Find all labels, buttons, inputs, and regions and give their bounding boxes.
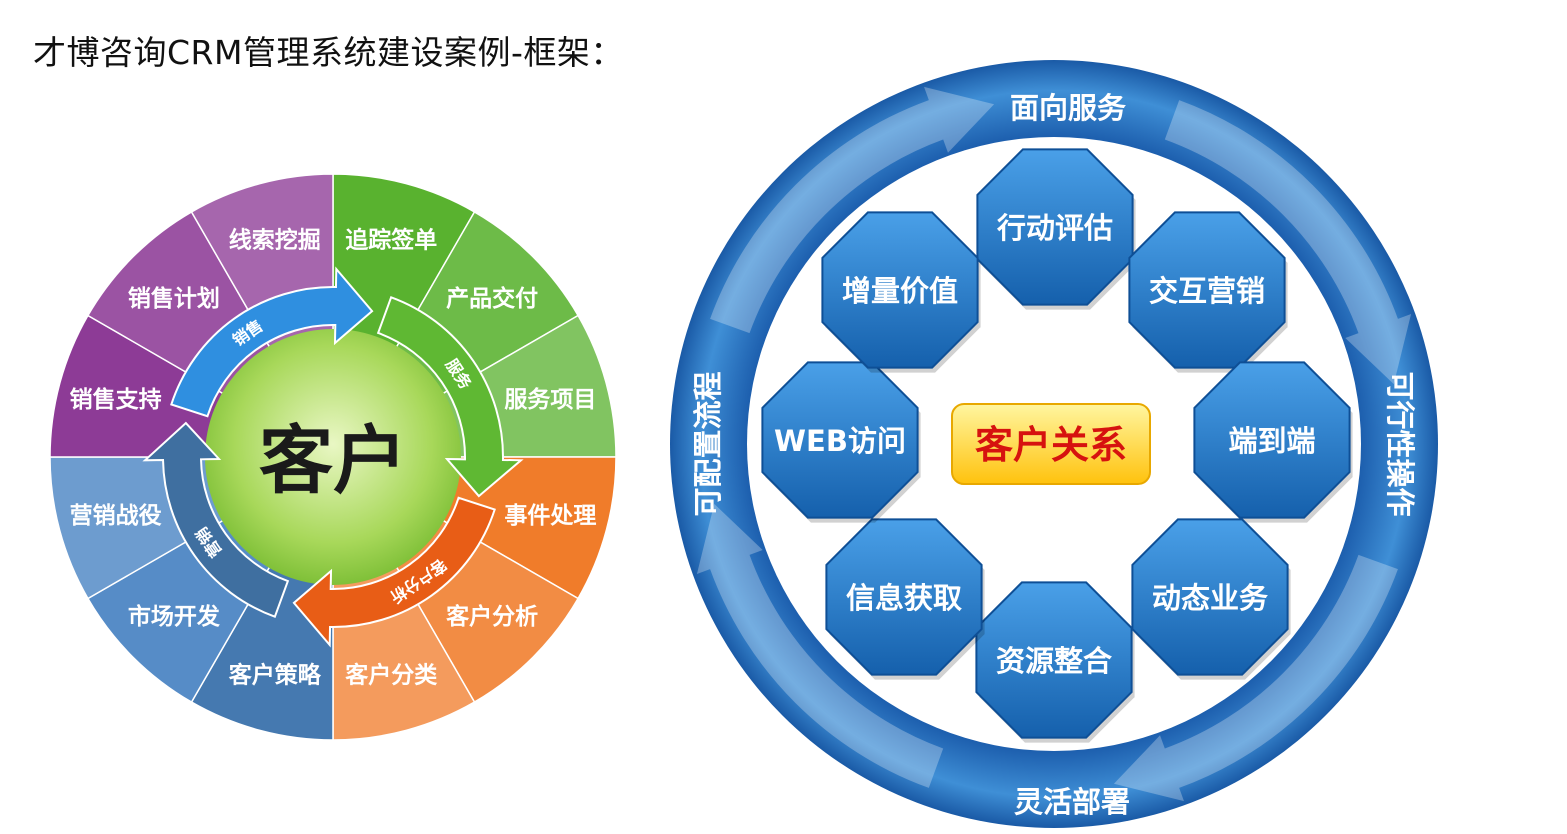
cycle-arrow	[170, 266, 374, 418]
cycle-arrow	[142, 421, 290, 619]
octagon-shape	[976, 148, 1134, 306]
ring-flow-arrow	[696, 503, 944, 788]
ring-label: 面向服务	[1010, 91, 1126, 125]
wheel-segment-label: 客户分类	[345, 661, 437, 688]
wheel-segment-label: 线索挖掘	[229, 227, 321, 254]
wheel-center-label: 客户	[259, 418, 407, 504]
wheel-segment-label: 服务项目	[504, 387, 596, 413]
octagon-label: 端到端	[1228, 424, 1315, 458]
ring-arrows	[696, 86, 1412, 802]
ring-flow-arrow	[1164, 100, 1412, 385]
wheel-segment-label: 客户分析	[446, 603, 538, 630]
ring-flow-arrow	[710, 86, 995, 334]
octagon-node: 交互营销	[1128, 211, 1288, 373]
octagon-shape	[761, 361, 919, 519]
octagon-shape	[1193, 361, 1351, 519]
octagon-label: 信息获取	[846, 581, 962, 615]
wheel-segment-label: 产品交付	[446, 285, 538, 312]
wheel-segment-label: 销售支持	[70, 386, 162, 413]
octagon-shape	[821, 211, 979, 369]
cycle-arrow	[292, 496, 496, 648]
octagon-node: 增量价值	[821, 211, 981, 373]
wheel-segment-label: 市场开发	[128, 603, 220, 630]
ring-label: 可配置流程	[691, 371, 725, 516]
octagon-shape	[1131, 518, 1289, 676]
octagon-node: 端到端	[1193, 361, 1353, 523]
octagon-node: 资源整合	[975, 581, 1135, 743]
wheel-segment-label: 销售计划	[128, 285, 220, 312]
page-title: 才博咨询CRM管理系统建设案例-框架：	[33, 33, 624, 72]
octagon-label: WEB访问	[774, 424, 906, 458]
ring-label: 可行性操作	[1383, 371, 1417, 516]
octagon-node: WEB访问	[761, 361, 921, 523]
octagon-label: 资源整合	[996, 644, 1112, 678]
octagon-shape	[825, 518, 983, 676]
octagon-node: 行动评估	[976, 148, 1136, 310]
ring-flow-arrow	[1113, 554, 1398, 802]
octagon-label: 动态业务	[1152, 581, 1268, 615]
octagon-node: 动态业务	[1131, 518, 1291, 680]
wheel-center-disc	[205, 329, 461, 585]
octagon-label: 交互营销	[1149, 274, 1265, 308]
core-box	[951, 403, 1151, 485]
octagon-node: 信息获取	[825, 518, 985, 680]
octagon-shape	[1128, 211, 1286, 369]
core-label: 客户关系	[975, 423, 1127, 467]
cycle-arrow	[376, 295, 524, 498]
wheel-segment-label: 客户策略	[229, 661, 322, 688]
wheel-segment-label: 追踪签单	[345, 227, 437, 254]
wheel-segment-label: 事件处理	[504, 503, 596, 529]
octagon-label: 增量价值	[842, 274, 958, 308]
wheel-segment-label: 营销战役	[70, 503, 162, 529]
ring-label: 灵活部署	[1014, 785, 1130, 819]
octagon-label: 行动评估	[996, 211, 1113, 245]
